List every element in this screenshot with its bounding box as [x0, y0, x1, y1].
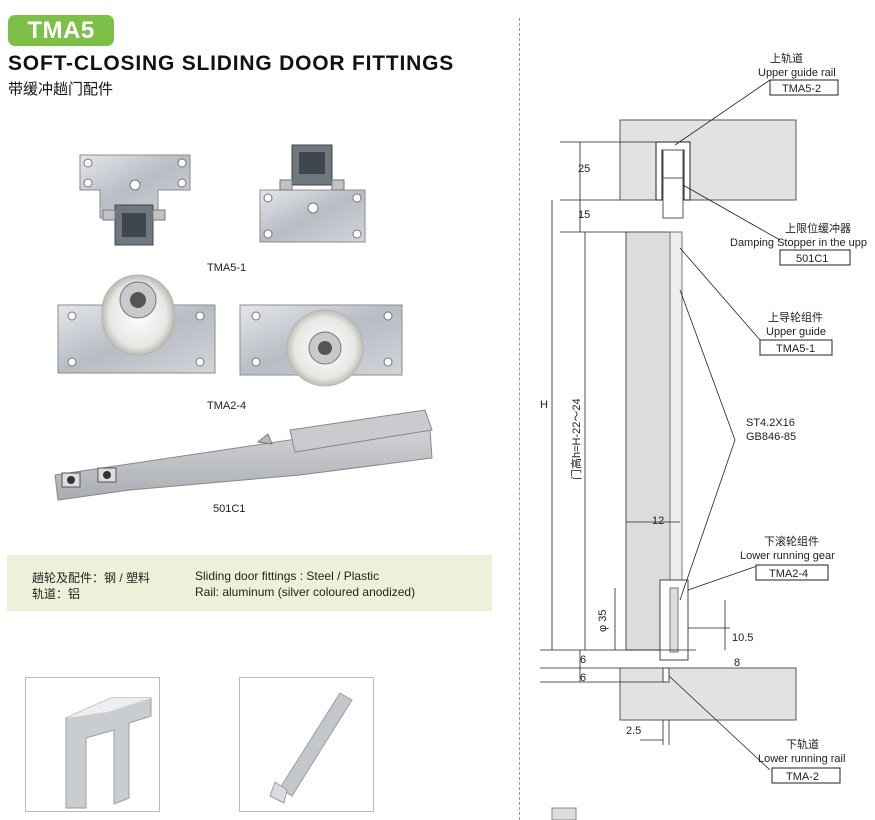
- dim-15: 15: [578, 209, 590, 221]
- dim-25: 25: [578, 163, 590, 175]
- tma2-4-left-part: [57, 274, 216, 374]
- dim-8: 8: [734, 657, 740, 669]
- callout-screw: ST4.2X16 GB846-85: [746, 417, 796, 443]
- svg-text:TMA2-4: TMA2-4: [769, 568, 808, 580]
- svg-text:上轨道: 上轨道: [770, 51, 803, 65]
- svg-text:下轨道: 下轨道: [786, 737, 819, 751]
- svg-text:TMA5-2: TMA5-2: [782, 83, 821, 95]
- dim-door-height: 门高h=H-22～24: [569, 398, 583, 480]
- dim-12: 12: [652, 515, 664, 527]
- upper-rail-photo: [25, 677, 160, 812]
- product-label-tma5-1: TMA5-1: [207, 262, 247, 274]
- page-title: SOFT-CLOSING SLIDING DOOR FITTINGS: [8, 52, 455, 75]
- dim-6b: 6: [580, 672, 586, 684]
- svg-text:TMA-2: TMA-2: [786, 771, 819, 783]
- dim-2-5: 2.5: [626, 725, 641, 737]
- tma5-1-left-part: [79, 154, 191, 246]
- callout-upper-guide: 上导轮组件 Upper guide TMA5-1: [759, 310, 833, 356]
- page-divider: [519, 18, 520, 820]
- svg-text:ST4.2X16: ST4.2X16: [746, 417, 795, 429]
- svg-text:下滚轮组件: 下滚轮组件: [764, 534, 819, 548]
- svg-text:上限位缓冲器: 上限位缓冲器: [785, 221, 851, 235]
- svg-text:Upper guide rail: Upper guide rail: [758, 67, 836, 79]
- svg-text:Upper guide: Upper guide: [766, 326, 826, 338]
- dim-phi35: φ 35: [597, 610, 609, 632]
- svg-text:上导轮组件: 上导轮组件: [768, 310, 823, 324]
- floor-block: [619, 667, 797, 721]
- svg-text:501C1: 501C1: [796, 253, 828, 265]
- svg-text:Damping Stopper in the upp: Damping Stopper in the upp: [730, 237, 867, 249]
- spec-fittings-en: Sliding door fittings : Steel / Plastic: [195, 569, 380, 583]
- callout-upper-guide-rail: 上轨道 Upper guide rail TMA5-2: [758, 51, 839, 96]
- material-specs-box: 趟轮及配件：钢 / 塑料 轨道：铝 Sliding door fittings …: [7, 555, 492, 611]
- ceiling-block: [619, 119, 797, 201]
- product-illustrations: [54, 144, 433, 501]
- model-badge: TMA5: [8, 15, 114, 46]
- dim-6a: 6: [580, 654, 586, 666]
- dim-h: H: [540, 399, 548, 411]
- callout-lower-running-rail: 下轨道 Lower running rail TMA-2: [758, 737, 845, 784]
- tma2-4-right-part: [239, 304, 403, 387]
- tma5-1-right-part: [259, 144, 366, 243]
- 501c1-damper-part: [54, 409, 433, 501]
- spec-fittings-cn: 趟轮及配件：钢 / 塑料: [32, 571, 151, 585]
- page-subtitle: 带缓冲趟门配件: [8, 81, 114, 98]
- svg-text:TMA5-1: TMA5-1: [776, 343, 815, 355]
- product-label-501c1: 501C1: [213, 503, 246, 515]
- product-label-tma2-4: TMA2-4: [207, 400, 247, 412]
- dim-10-5: 10.5: [732, 632, 753, 644]
- spec-rail-en: Rail: aluminum (silver coloured anodized…: [195, 585, 416, 599]
- upper-rail-profile: [655, 141, 691, 201]
- installation-diagram: 25 15 H 门高h=H-22～24 12 φ 35 10.5 8 6 6 2…: [540, 51, 867, 820]
- callout-lower-running-gear: 下滚轮组件 Lower running gear TMA2-4: [740, 534, 835, 581]
- svg-text:GB846-85: GB846-85: [746, 431, 796, 443]
- svg-text:Lower running rail: Lower running rail: [758, 753, 845, 765]
- lower-rail-photo: [239, 677, 374, 812]
- callout-damping-stopper: 上限位缓冲器 Damping Stopper in the upp 501C1: [730, 221, 867, 266]
- spec-rail-cn: 轨道：铝: [32, 587, 81, 601]
- svg-text:Lower running gear: Lower running gear: [740, 550, 835, 562]
